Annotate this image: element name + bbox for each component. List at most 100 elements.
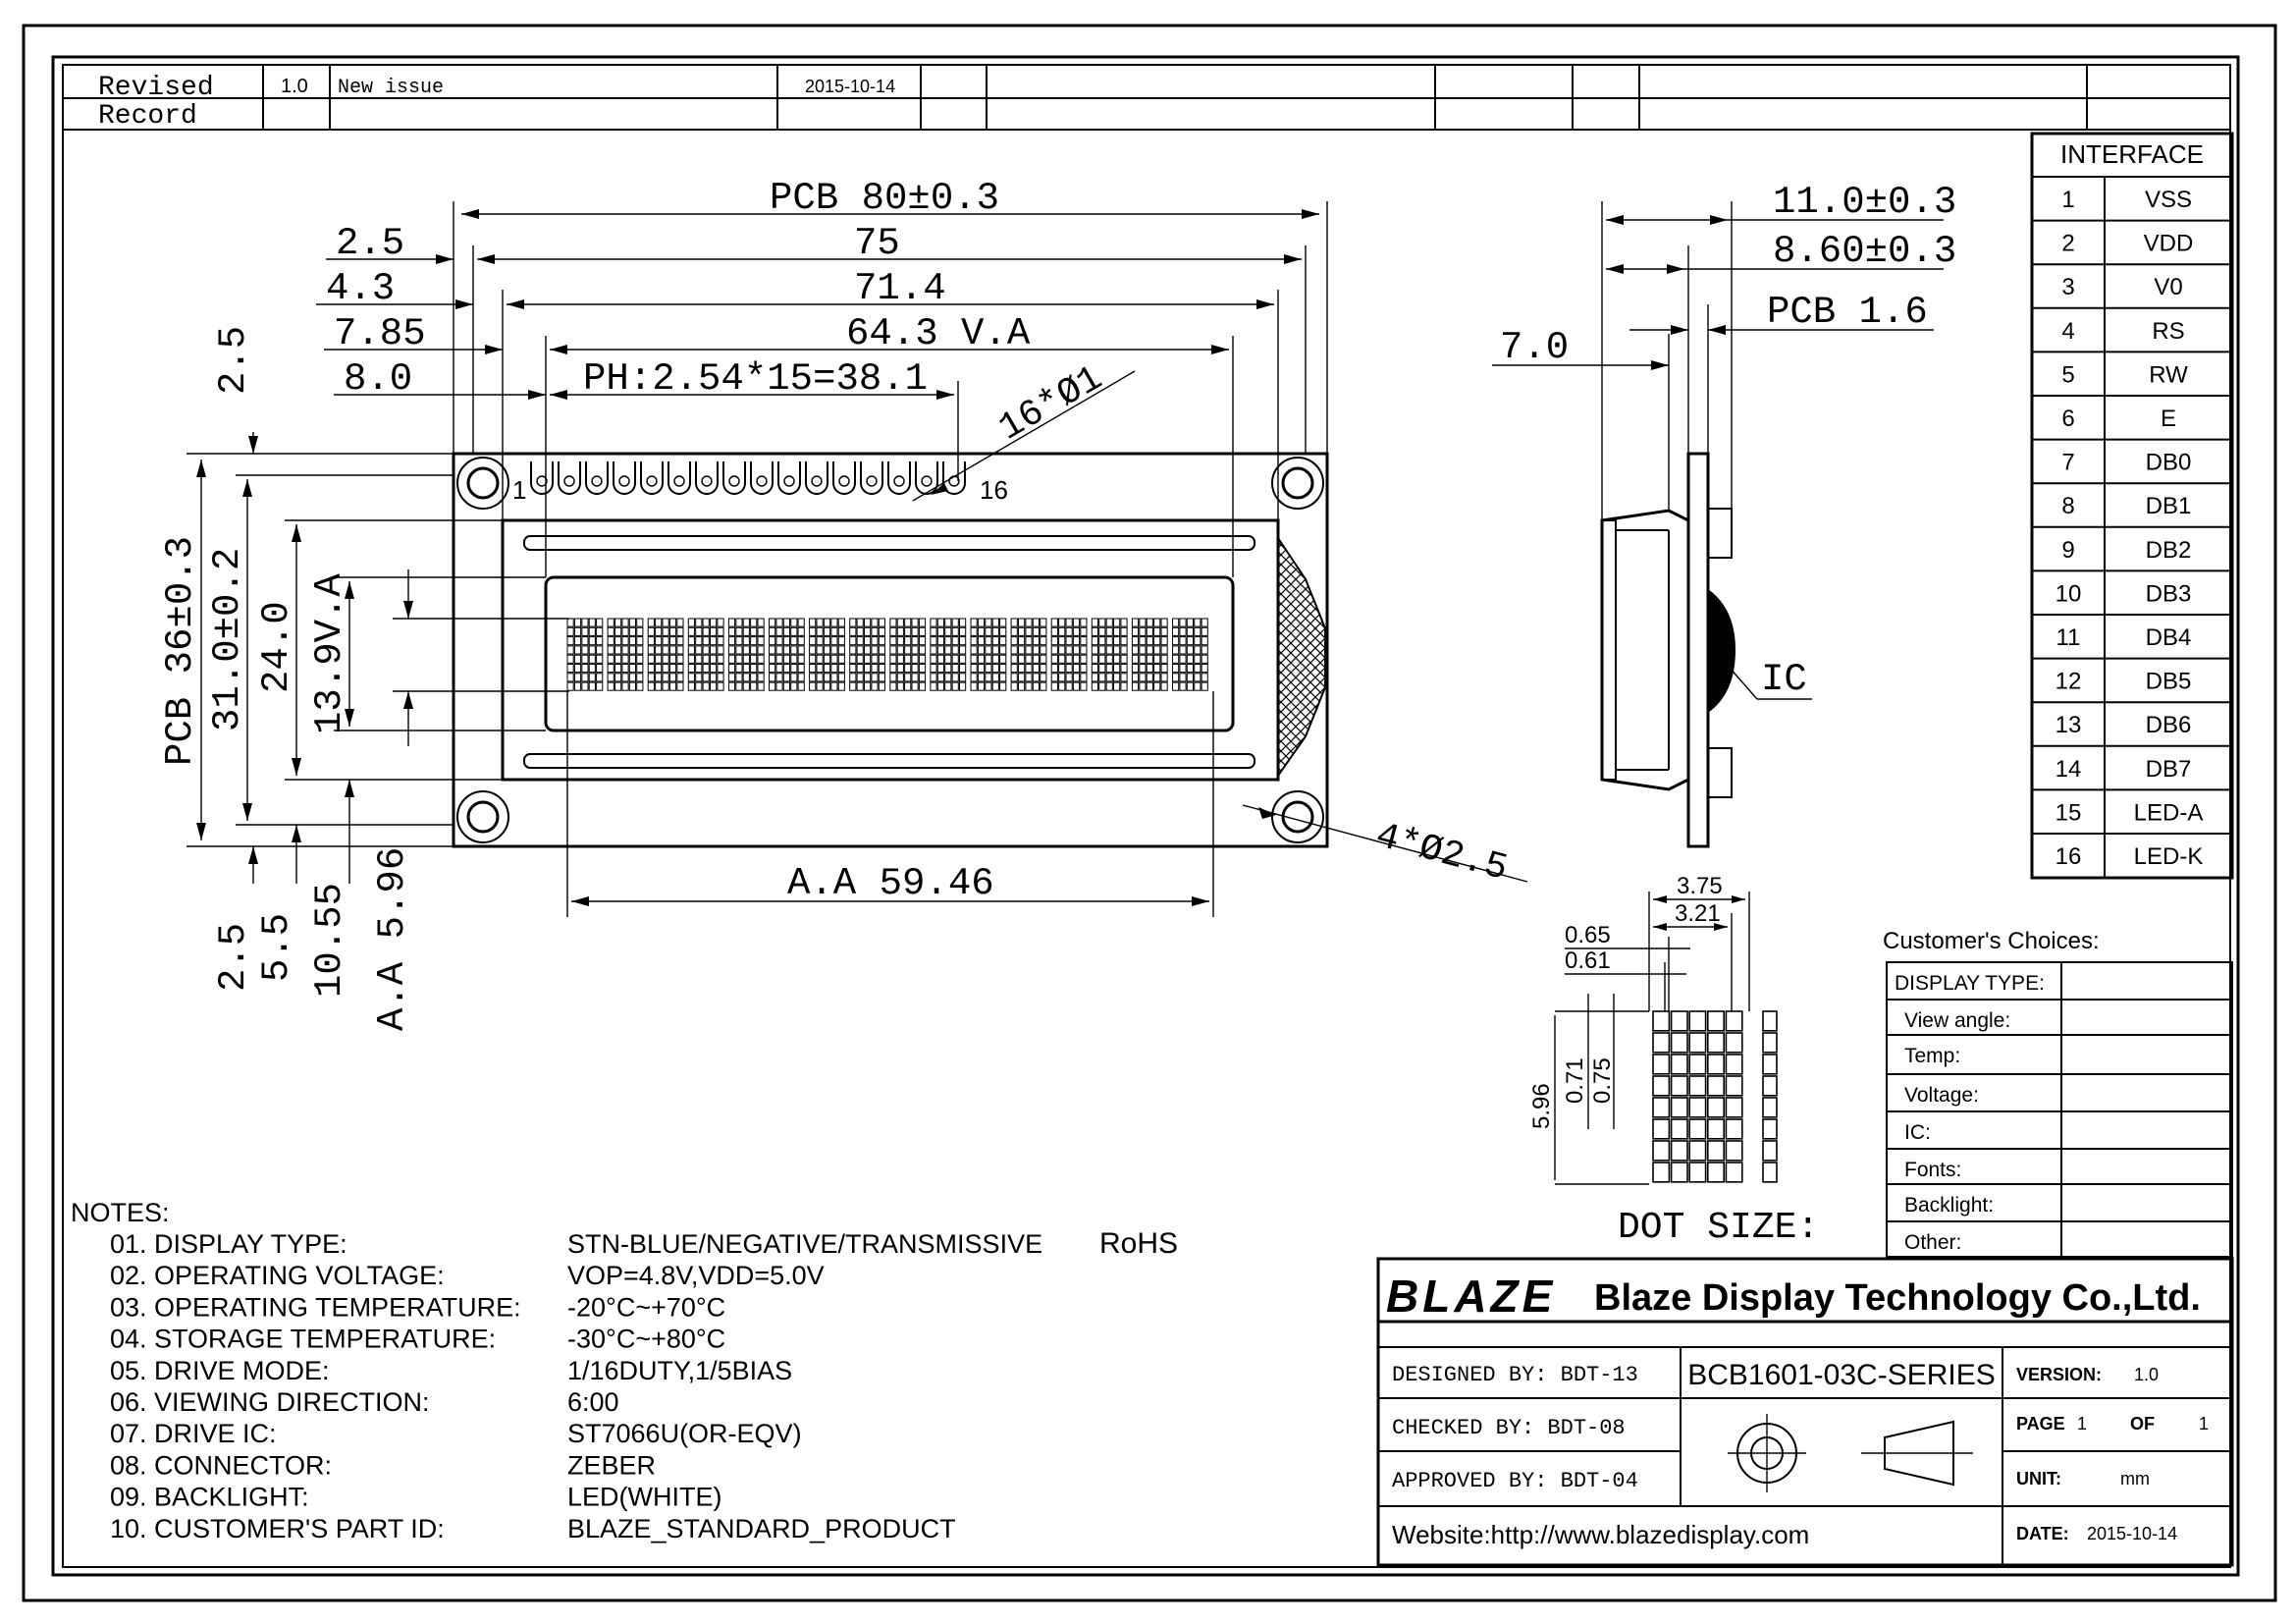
character-cell — [607, 618, 644, 691]
front-view: 1 16 PCB 80±0.3 75 — [159, 177, 1528, 1031]
viewing-area — [544, 575, 1235, 732]
dim-width-714: 71.4 — [854, 267, 946, 310]
pcb-outline — [452, 452, 1329, 848]
character-cell — [1091, 618, 1128, 691]
inner-border — [51, 55, 2240, 1577]
notes: NOTES: 01. DISPLAY TYPE:STN-BLUE/NEGATIV… — [71, 1198, 1178, 1543]
note-label: 10. CUSTOMER'S PART ID: — [110, 1514, 445, 1543]
dim-pin-holes: 16*Ø1 — [992, 357, 1110, 450]
version-label: VERSION: — [2016, 1365, 2102, 1384]
note-value: 6:00 — [567, 1387, 619, 1417]
character-cell — [889, 618, 927, 691]
approved-by: APPROVED BY: BDT-04 — [1392, 1469, 1638, 1493]
note-value: ZEBER — [567, 1450, 656, 1480]
dim-mount-holes: 4*Ø2.5 — [1371, 815, 1512, 891]
pin-number: 11 — [2056, 624, 2081, 651]
date-value: 2015-10-14 — [2087, 1524, 2177, 1543]
aa-width-dimension: A.A 59.46 — [566, 691, 1214, 917]
pin-hole — [750, 461, 774, 495]
mounting-holes — [456, 457, 1324, 843]
designed-by: DESIGNED BY: BDT-13 — [1392, 1363, 1638, 1387]
pin-hole — [722, 461, 746, 495]
dim-70: 7.0 — [1500, 326, 1569, 369]
pin-hole — [915, 461, 938, 495]
customer-choice-label: View angle: — [1904, 1009, 2010, 1032]
notes-title: NOTES: — [71, 1198, 170, 1227]
pin-hole — [805, 461, 828, 495]
page-total: 1 — [2199, 1414, 2209, 1434]
projection-symbol-icon — [1728, 1414, 1973, 1492]
note-row: 03. OPERATING TEMPERATURE:-20°C~+70°C — [110, 1292, 725, 1322]
checked-by: CHECKED BY: BDT-08 — [1392, 1416, 1626, 1440]
pin-hole — [667, 461, 691, 495]
pin-name: DB3 — [2146, 580, 2192, 607]
page-label: PAGE — [2016, 1414, 2065, 1434]
dim-bottom-25: 2.5 — [212, 923, 255, 992]
dim-left-80: 8.0 — [344, 357, 412, 401]
ic-label: IC — [1761, 658, 1807, 701]
dim-bottom-1055: 10.55 — [308, 883, 351, 998]
character-cell — [1010, 618, 1047, 691]
customer-choice-label: Backlight: — [1904, 1194, 1994, 1217]
note-label: 08. CONNECTOR: — [110, 1450, 332, 1480]
drawing-frame — [62, 64, 2231, 1568]
note-row: 01. DISPLAY TYPE:STN-BLUE/NEGATIVE/TRANS… — [110, 1227, 1178, 1260]
note-value: ST7066U(OR-EQV) — [567, 1419, 802, 1448]
note-label: 09. BACKLIGHT: — [110, 1483, 309, 1512]
blaze-logo: BLAZE — [1386, 1271, 1552, 1322]
revision-date: 2015-10-14 — [805, 77, 895, 96]
dim-thickness: 11.0±0.3 — [1773, 181, 1956, 224]
note-row: 10. CUSTOMER'S PART ID: BLAZE_STANDARD_PR… — [110, 1514, 956, 1543]
side-connector-top — [1707, 508, 1733, 559]
dim-pcb-thickness: PCB 1.6 — [1767, 291, 1928, 334]
character-cell — [727, 618, 765, 691]
character-cell — [849, 618, 885, 691]
pin-hole — [860, 461, 883, 495]
revised-label: Revised — [98, 73, 214, 103]
dot-dim-375: 3.75 — [1677, 873, 1723, 899]
customer-choice-label: DISPLAY TYPE: — [1895, 972, 2045, 995]
pin-name: E — [2161, 406, 2176, 432]
revision-record: Revised Record 1.0 New issue 2015-10-14 — [63, 65, 2230, 132]
dim-aa-width: A.A 59.46 — [787, 862, 994, 905]
dot-dim-321: 3.21 — [1675, 900, 1721, 927]
unit-value: mm — [2120, 1469, 2150, 1489]
pin-number: 12 — [2056, 669, 2082, 695]
customer-choice-label: Fonts: — [1904, 1159, 1961, 1181]
date-label: DATE: — [2016, 1524, 2069, 1543]
pin-name: VSS — [2145, 187, 2192, 213]
pin-hole — [695, 461, 719, 495]
of-label: OF — [2130, 1414, 2155, 1434]
note-value: 1/16DUTY,1/5BIAS — [567, 1356, 792, 1385]
dim-top-25: 2.5 — [212, 326, 255, 395]
dim-pin-pitch: PH:2.54*15=38.1 — [583, 357, 928, 401]
note-row: 06. VIEWING DIRECTION:6:00 — [110, 1387, 619, 1417]
pin-hole — [777, 461, 801, 495]
pin-first-label: 1 — [512, 475, 526, 505]
side-pcb — [1686, 452, 1710, 848]
pin-number: 2 — [2061, 231, 2074, 257]
note-value: BLAZE_STANDARD_PRODUCT — [567, 1514, 956, 1543]
dim-aa-height: A.A 5.96 — [371, 847, 414, 1031]
interface-title: INTERFACE — [2060, 139, 2204, 169]
dim-height-310: 31.0±0.2 — [206, 548, 249, 731]
dim-left-785: 7.85 — [334, 312, 426, 355]
note-label: 03. OPERATING TEMPERATURE: — [110, 1292, 521, 1322]
pin-name: LED-A — [2134, 799, 2204, 826]
customer-choices-title: Customer's Choices: — [1883, 928, 2100, 954]
dot-dim-596: 5.96 — [1528, 1083, 1555, 1129]
character-cell — [809, 618, 845, 691]
dim-left-43: 4.3 — [326, 267, 395, 310]
pin-number: 14 — [2056, 756, 2082, 783]
pin-holes — [530, 461, 966, 495]
pin-hole — [613, 461, 636, 495]
mount-holes-leader: 4*Ø2.5 — [1242, 804, 1528, 891]
note-row: 08. CONNECTOR: ZEBER — [110, 1450, 656, 1480]
